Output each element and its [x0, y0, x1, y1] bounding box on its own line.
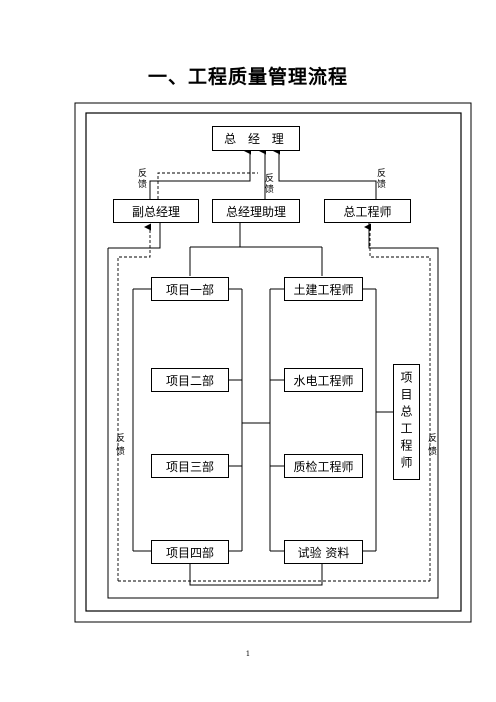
- civil-engineer-box: 土建工程师: [284, 277, 363, 301]
- gm-assistant-label: 总经理助理: [225, 204, 286, 219]
- dept2-box: 项目二部: [151, 368, 229, 392]
- dept1-box: 项目一部: [151, 277, 229, 301]
- deputy-gm-box: 副总经理: [113, 199, 199, 223]
- feedback-label-mid-top: 反馈: [263, 173, 273, 195]
- dept3-box: 项目三部: [151, 454, 229, 478]
- qc-engineer-label: 质检工程师: [293, 459, 354, 474]
- chief-engineer-box: 总工程师: [324, 199, 411, 223]
- project-chief-engineer-box: 项目总工程师: [393, 364, 420, 480]
- feedback-label-left-side: 反馈: [114, 433, 124, 459]
- feedback-label-left-top: 反馈: [136, 168, 146, 190]
- test-data-box: 试验 资料: [284, 540, 363, 564]
- civil-engineer-label: 土建工程师: [293, 282, 354, 297]
- deputy-gm-label: 副总经理: [131, 204, 180, 219]
- dept3-label: 项目三部: [165, 459, 214, 474]
- test-data-label: 试验 资料: [297, 545, 350, 560]
- general-manager-box: 总 经 理: [212, 126, 300, 151]
- project-chief-engineer-label: 项目总工程师: [399, 371, 413, 473]
- outer-frame: [74, 102, 472, 623]
- general-manager-label: 总 经 理: [224, 132, 288, 146]
- hydro-engineer-box: 水电工程师: [284, 368, 363, 392]
- feedback-label-right-side: 反馈: [426, 433, 436, 459]
- dept2-label: 项目二部: [165, 373, 214, 388]
- dept4-box: 项目四部: [151, 540, 229, 564]
- qc-engineer-box: 质检工程师: [284, 454, 363, 478]
- dept4-label: 项目四部: [165, 545, 214, 560]
- page-title: 一、工程质量管理流程: [147, 66, 348, 88]
- chief-engineer-label: 总工程师: [343, 204, 392, 219]
- hydro-engineer-label: 水电工程师: [293, 373, 354, 388]
- inner-frame: [85, 112, 462, 612]
- page-number: 1: [245, 650, 251, 658]
- gm-assistant-box: 总经理助理: [212, 199, 300, 223]
- feedback-label-right-top: 反馈: [375, 168, 385, 190]
- dept1-label: 项目一部: [165, 282, 214, 297]
